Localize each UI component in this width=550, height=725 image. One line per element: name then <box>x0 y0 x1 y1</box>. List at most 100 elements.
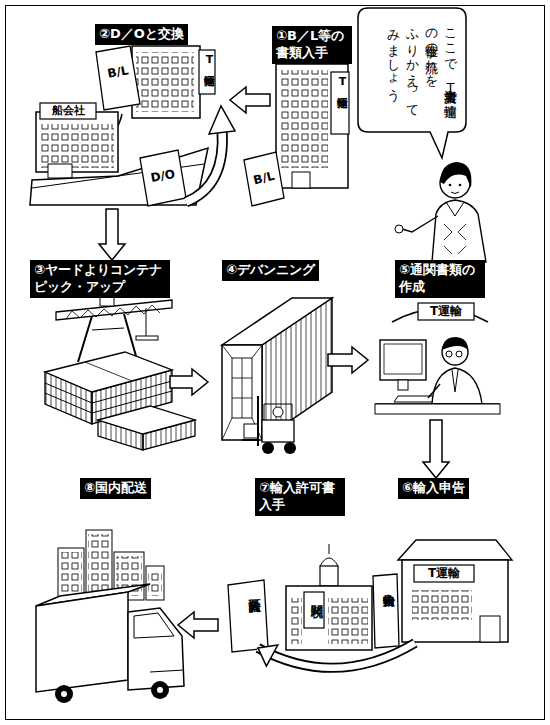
sign-board <box>418 303 474 320</box>
glasses <box>456 351 462 357</box>
flow-arrow-shape <box>423 420 449 478</box>
step-panel: ⑧国内配送 <box>28 478 178 703</box>
building-windows <box>60 552 82 596</box>
step-heading: ①B／L等の 書類入手 <box>272 26 352 64</box>
wheel-hub <box>157 687 163 693</box>
crane-bar <box>92 328 124 330</box>
collar <box>446 202 464 216</box>
monitor-screen <box>384 344 422 374</box>
glasses <box>446 351 452 357</box>
step-heading: ⑥輸入申告 <box>398 478 469 499</box>
step-heading: ③ヤードよりコンテナ ピック・アップ <box>30 260 170 298</box>
vest-pattern <box>444 224 466 254</box>
building-body <box>36 112 118 172</box>
desk-front <box>375 404 500 414</box>
sign-board <box>304 592 324 628</box>
frame <box>6 6 545 720</box>
building-windows <box>88 534 110 596</box>
monitor-stand <box>398 380 408 390</box>
flow-arrow <box>99 209 125 260</box>
building-body <box>286 586 372 650</box>
forklift-body <box>262 420 294 442</box>
wheel <box>262 442 274 454</box>
step-panel: ⑤通関書類の 作成 <box>368 260 500 420</box>
flow-arrow-shape <box>230 87 270 113</box>
hair <box>442 337 468 350</box>
crane-leg <box>124 314 136 356</box>
step-heading: ④デバンニング <box>222 260 319 281</box>
tower-dome <box>320 558 338 566</box>
building-windows <box>40 124 114 168</box>
container-top <box>98 406 195 434</box>
bubble-text-box: ここで 海貨業者T運輸 の仕事の流れを ふりかえって みましょう <box>365 20 459 122</box>
illustration-text: T運輸 <box>199 53 215 66</box>
forklift-guard <box>264 404 292 420</box>
document-paper <box>96 46 140 110</box>
truck-cab <box>128 608 184 690</box>
tie <box>452 370 458 392</box>
driver-head <box>273 407 283 417</box>
office-building <box>276 64 349 188</box>
sign-board <box>331 72 349 134</box>
curved-arrow-outline <box>186 130 222 202</box>
flow-arrow-shape <box>170 369 208 395</box>
bubble-shape <box>358 8 466 158</box>
flow-arrow <box>178 612 218 638</box>
building-door <box>292 172 310 188</box>
truck-box <box>36 592 128 692</box>
illustration-text: T運輸 <box>332 75 348 88</box>
speech-bubble: ここで 海貨業者T運輸 の仕事の流れを ふりかえって みましょう <box>358 8 466 132</box>
container-top <box>222 298 332 345</box>
gantry-crane <box>56 296 172 362</box>
flow-arrow-outline <box>258 643 415 668</box>
step-panel: ①B／L等の 書類入手 <box>270 26 352 206</box>
ship-hull <box>30 148 208 205</box>
flow-arrow-shape <box>99 209 125 260</box>
customs-building <box>286 544 372 650</box>
curved-arrow-fill <box>186 130 222 202</box>
office-worker <box>375 337 500 414</box>
narrator-woman <box>395 162 486 262</box>
truck-window <box>134 613 174 638</box>
forklift-fork <box>242 439 258 441</box>
eye <box>459 184 462 187</box>
building-windows <box>328 598 368 644</box>
building-door <box>480 616 500 642</box>
tier-line <box>45 381 172 403</box>
sign-board <box>199 50 215 94</box>
illustration-text: 船会社 <box>40 105 96 117</box>
mouth <box>451 192 459 194</box>
document-paper <box>244 152 284 206</box>
crane-spreader <box>136 336 158 340</box>
ship-bridge <box>48 164 72 178</box>
speech-text: ここで 海貨業者T運輸 の仕事の流れを ふりかえって みましょう <box>384 20 459 122</box>
eye <box>449 184 452 187</box>
step-heading: ⑧国内配送 <box>80 478 151 499</box>
torso <box>432 368 482 404</box>
step-panel: ④デバンニング <box>208 260 328 465</box>
step-panel: ⑥輸入申告 <box>370 478 510 643</box>
building-windows <box>136 52 194 112</box>
wheel <box>284 442 296 454</box>
document-paper <box>373 574 399 648</box>
building-windows <box>148 570 162 596</box>
cargo-lines <box>222 345 262 440</box>
container-stack <box>98 406 195 450</box>
building-body <box>276 64 348 188</box>
flag-pole <box>329 544 330 554</box>
pallet-box <box>244 424 258 438</box>
delivery-truck <box>36 584 184 703</box>
building-windows <box>290 598 302 644</box>
office-building <box>398 540 512 642</box>
step-panel: ③ヤードよりコンテナ ピック・アップ <box>30 260 170 450</box>
shipping-company <box>36 103 118 172</box>
building-body <box>402 560 508 642</box>
container-opening <box>222 345 262 440</box>
crane-leg <box>78 316 92 362</box>
tower <box>320 566 338 586</box>
flow-arrow-fill <box>258 643 415 668</box>
illustration-text: T運輸 <box>418 305 474 318</box>
document-paper <box>228 580 268 652</box>
flow-arrow-shape <box>328 347 368 373</box>
